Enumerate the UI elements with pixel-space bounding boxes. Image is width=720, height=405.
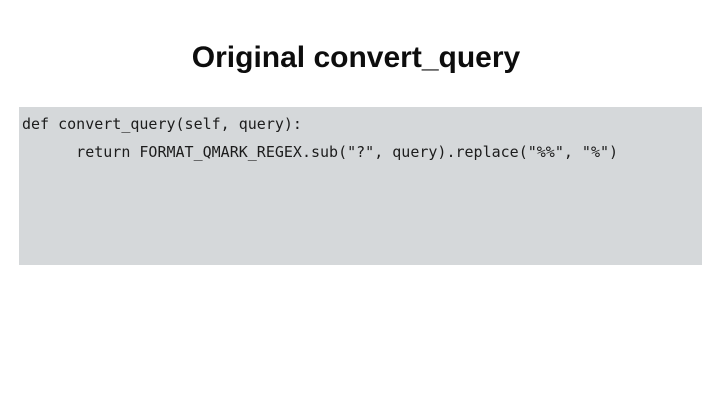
code-line: return FORMAT_QMARK_REGEX.sub("?", query… [22,143,619,161]
code-block: def convert_query(self, query): return F… [19,107,702,265]
code-line: def convert_query(self, query): [22,115,302,133]
page-title: Original convert_query [191,41,521,74]
